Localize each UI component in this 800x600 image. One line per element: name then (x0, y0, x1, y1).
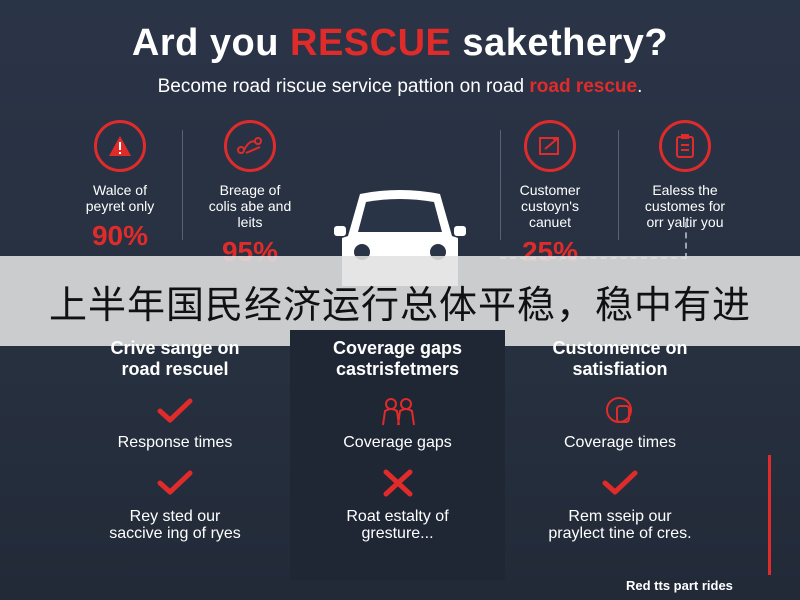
column-2: Coverage gaps castrisfetmers Coverage ga… (290, 330, 505, 580)
column-1-heading-line1: Crive sange on (110, 338, 240, 358)
cross-icon (290, 466, 505, 500)
check-icon (505, 466, 735, 500)
page-title: Ard you RESCUE sakethery? (0, 22, 800, 65)
subtitle-pre: Become road riscue service pattion on ro… (157, 76, 530, 97)
stat-value-1: 90% (91, 220, 149, 251)
column-3-heading-line2: satisfiation (572, 359, 668, 379)
column-2-heading-line2: castrisfetmers (335, 359, 460, 379)
divider (618, 130, 619, 240)
route-icon (224, 120, 276, 172)
stat-3-line2: custoyn's (521, 198, 579, 214)
stat-text-1: Walce of peyret only (55, 182, 185, 214)
column-1-item-label: Response times (117, 434, 233, 451)
check-icon (60, 394, 290, 428)
accent-line (768, 455, 771, 575)
column-1: Crive sange on road rescuel Response tim… (60, 330, 290, 580)
column-2-text-line1: Roat estalty of (346, 508, 449, 525)
stat-text-3: Customer custoyn's canuet (485, 182, 615, 230)
stat-card-1: Walce of peyret only 90% (55, 120, 185, 252)
divider (500, 130, 501, 240)
stat-card-3: Customer custoyn's canuet 25% (485, 120, 615, 268)
warning-icon (94, 120, 146, 172)
column-1-text-line1: Rey sted our (129, 508, 221, 525)
stat-4-line2: customes for (644, 198, 726, 214)
title-post: sakethery? (451, 22, 669, 64)
divider (182, 130, 183, 240)
column-2-text-line2: gresture... (361, 525, 434, 542)
page-subtitle: Become road riscue service pattion on ro… (0, 76, 800, 98)
hand-icon (505, 394, 735, 428)
column-1-heading: Crive sange on road rescuel (60, 338, 290, 380)
column-1-text-line2: saccive ing of ryes (109, 525, 241, 542)
stat-card-4: Ealess the customes for orr yaltir you (620, 120, 750, 230)
caption-text: 上半年国民经济运行总体平稳，稳中有进 (48, 284, 751, 327)
subtitle-accent: road rescue (529, 76, 638, 97)
stat-1-line1: Walce of (93, 182, 147, 198)
column-3-item-label: Coverage times (563, 434, 677, 451)
check-icon (60, 466, 290, 500)
column-3-text-line1: Rem sseip our (568, 508, 672, 525)
column-1-item-text: Rey sted our saccive ing of ryes (60, 508, 290, 542)
stat-3-line1: Customer (519, 182, 581, 198)
stat-card-2: Breage of colis abe and leits 95% (185, 120, 315, 268)
dashed-connector (500, 222, 687, 259)
stat-3-line3: canuet (528, 214, 572, 230)
column-3-item-text: Rem sseip our praylect tine of cres. (505, 508, 735, 542)
stat-text-2: Breage of colis abe and leits (185, 182, 315, 230)
footer-note: Red tts part rides (626, 578, 733, 593)
column-2-item-label: Coverage gaps (343, 434, 452, 451)
stat-2-line3: leits (237, 214, 263, 230)
column-3: Customence on satisfiation Coverage time… (505, 330, 735, 580)
column-2-item-text: Roat estalty of gresture... (290, 508, 505, 542)
stat-1-line2: peyret only (85, 198, 155, 214)
title-pre: Ard you (131, 22, 290, 64)
stat-2-line1: Breage of (219, 182, 281, 198)
column-3-heading-line1: Customence on (552, 338, 688, 358)
clipboard-icon (659, 120, 711, 172)
subtitle-post: . (637, 76, 643, 97)
people-icon (290, 394, 505, 428)
column-1-heading-line2: road rescuel (121, 359, 229, 379)
column-2-heading-line1: Coverage gaps (332, 338, 463, 358)
column-2-heading: Coverage gaps castrisfetmers (290, 338, 505, 380)
column-3-text-line2: praylect tine of cres. (548, 525, 692, 542)
stat-2-line2: colis abe and (208, 198, 292, 214)
title-accent: RESCUE (290, 22, 452, 64)
stat-4-line1: Ealess the (652, 182, 718, 198)
document-icon (524, 120, 576, 172)
column-3-heading: Customence on satisfiation (505, 338, 735, 380)
